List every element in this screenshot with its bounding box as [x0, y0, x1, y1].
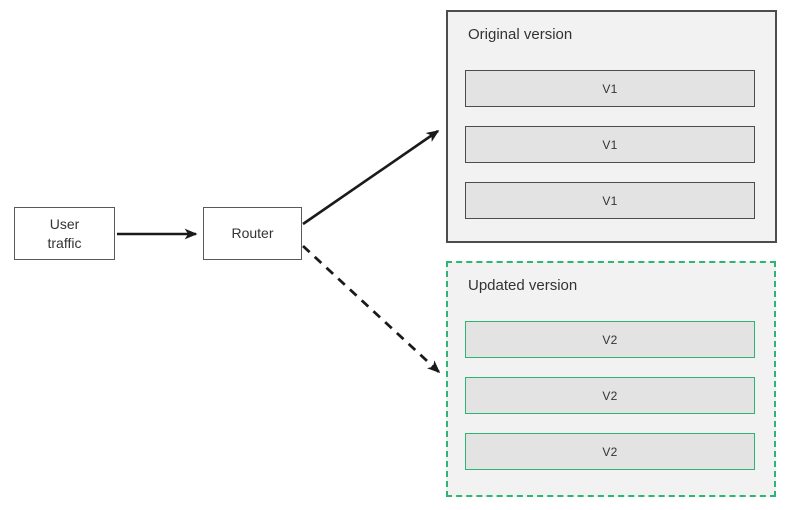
edge-router-to-updated: [302, 244, 441, 374]
v2-instance-3: V2: [465, 433, 755, 470]
edge-router-to-original: [302, 129, 440, 226]
updated-version-group: Updated version V2 V2 V2: [446, 261, 776, 497]
v1-instance-3: V1: [465, 182, 755, 219]
router-label: Router: [231, 225, 274, 242]
v2-instance-3-label: V2: [602, 444, 618, 459]
v1-instance-1-label: V1: [602, 81, 618, 96]
v2-instance-2-label: V2: [602, 388, 618, 403]
v2-instance-2: V2: [465, 377, 755, 414]
original-version-group: Original version V1 V1 V1: [446, 10, 777, 243]
user-traffic-node: User traffic: [14, 207, 115, 260]
updated-version-title: Updated version: [468, 277, 578, 294]
v1-instance-3-label: V1: [602, 193, 618, 208]
v2-instance-1-label: V2: [602, 332, 618, 347]
v1-instance-2-label: V1: [602, 137, 618, 152]
user-traffic-label: User traffic: [47, 216, 82, 251]
v1-instance-2: V1: [465, 126, 755, 163]
v2-instance-1: V2: [465, 321, 755, 358]
router-node: Router: [203, 207, 302, 260]
v1-instance-1: V1: [465, 70, 755, 107]
original-version-title: Original version: [468, 26, 573, 43]
